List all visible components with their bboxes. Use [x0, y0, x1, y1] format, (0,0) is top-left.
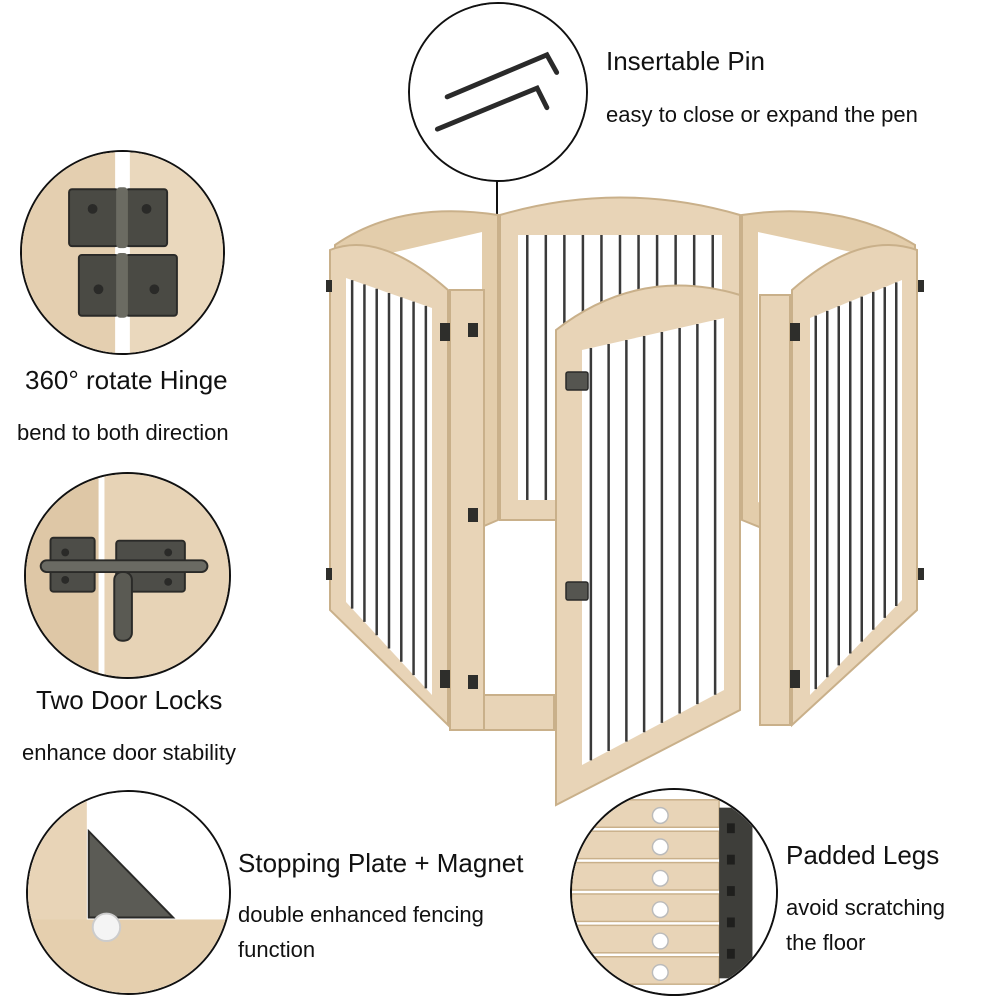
hinge-subtitle: bend to both direction: [17, 420, 229, 445]
hinge-image: [22, 152, 223, 353]
hinge-circle: [20, 150, 225, 355]
hinge-marks: [326, 280, 924, 689]
stopping-plate-circle: [26, 790, 231, 995]
insertable-pin-title: Insertable Pin: [606, 46, 765, 76]
front-center-left-panel: [449, 289, 555, 731]
door-lock-image: [26, 474, 229, 677]
padded-legs-subtitle-line1: avoid scratching: [786, 895, 945, 920]
front-right-panel: [759, 244, 918, 728]
pet-pen-illustration: [326, 196, 924, 807]
open-door: [555, 284, 741, 807]
insertable-pin-circle: [408, 2, 588, 182]
stopping-plate-title: Stopping Plate + Magnet: [238, 848, 524, 878]
front-left-panel: [329, 244, 449, 728]
padded-legs-image: [572, 790, 776, 994]
pin-leader-line: [496, 180, 498, 225]
allen-key-pins-image: [410, 4, 586, 180]
stopping-plate-subtitle-line1: double enhanced fencing: [238, 902, 484, 927]
door-lock-circle: [24, 472, 231, 679]
stopping-plate-image: [28, 792, 229, 993]
door-locks-subtitle: enhance door stability: [22, 740, 237, 765]
door-locks-title: Two Door Locks: [36, 685, 223, 715]
padded-legs-subtitle-line2: the floor: [786, 930, 866, 955]
padded-legs-circle: [570, 788, 778, 996]
hinge-title: 360° rotate Hinge: [25, 365, 228, 395]
padded-legs-title: Padded Legs: [786, 840, 940, 870]
stopping-plate-subtitle-line2: function: [238, 937, 316, 962]
insertable-pin-subtitle: easy to close or expand the pen: [606, 102, 918, 127]
